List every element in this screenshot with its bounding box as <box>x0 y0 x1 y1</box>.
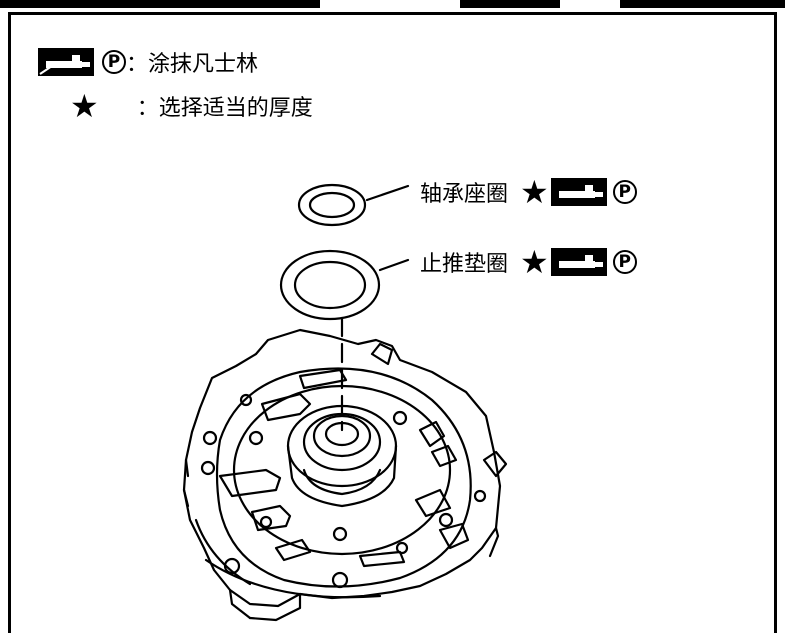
grease-gun-icon <box>38 48 94 76</box>
legend-star-text: ：选择适当的厚度 <box>136 96 313 121</box>
legend-grease-text: ：涂抹凡士林 <box>126 52 259 77</box>
grease-gun-icon <box>550 178 607 206</box>
legend-star: ★ ：选择适当的厚度 <box>70 90 313 122</box>
bearing-race-label: 轴承座圈 <box>420 182 509 207</box>
bearing-race-leader <box>365 184 410 202</box>
circled-p-icon: P <box>612 180 637 204</box>
thrust-washer-label: 止推垫圈 <box>420 252 509 277</box>
star-icon: ★ <box>70 87 99 125</box>
bearing-race-ring <box>297 183 367 227</box>
figure-frame <box>8 12 777 633</box>
callout-thrust-washer: 止推垫圈 ★ P <box>420 246 637 278</box>
star-icon: ★ <box>520 173 549 211</box>
legend-grease: P ：涂抹凡士林 <box>38 46 258 78</box>
grease-gun-icon <box>550 248 607 276</box>
cropped-header-strip <box>0 0 785 8</box>
circled-p-icon: P <box>102 50 126 74</box>
thrust-washer-ring <box>279 249 381 321</box>
pump-body-inner-rim <box>215 367 472 588</box>
star-icon: ★ <box>520 243 549 281</box>
stator-shaft <box>286 404 398 508</box>
callout-bearing-race: 轴承座圈 ★ P <box>420 176 637 208</box>
thrust-washer-leader <box>378 258 410 272</box>
circled-p-icon: P <box>612 250 637 274</box>
